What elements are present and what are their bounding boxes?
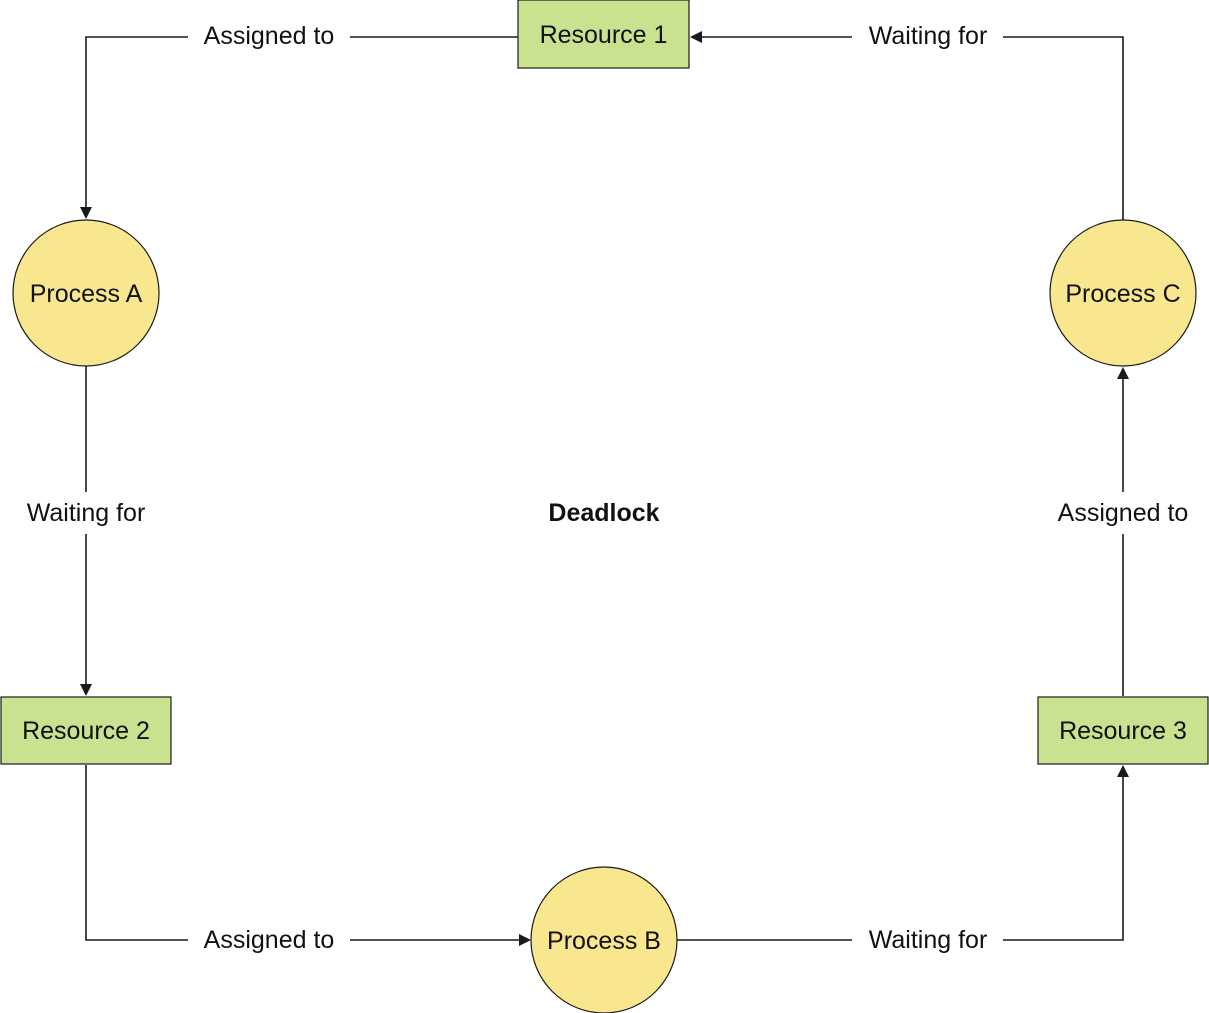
arrowhead-up [1117, 765, 1129, 777]
resource-label: Resource 1 [540, 21, 668, 49]
process-node-a: Process A [12, 219, 160, 367]
edge-line [85, 36, 188, 208]
resource-box [0, 696, 172, 765]
edge-r3-to-pc: Assigned to [1058, 367, 1189, 696]
edge-label: Assigned to [204, 926, 335, 954]
resource-node-1: Resource 1 [517, 0, 690, 69]
resource-box [1037, 696, 1209, 765]
edge-r2-to-pb: Assigned to [85, 765, 531, 954]
arrowhead-down [80, 207, 92, 219]
resource-label: Resource 3 [1059, 717, 1187, 745]
edge-line [1003, 36, 1124, 220]
process-label: Process B [547, 927, 661, 955]
edge-pa-to-r2: Waiting for [27, 366, 146, 696]
edge-pc-to-r1: Waiting for [690, 22, 1124, 220]
edge-label: Assigned to [1058, 499, 1189, 527]
edge-label: Waiting for [869, 22, 988, 50]
arrowhead-down [80, 684, 92, 696]
arrowhead-right [519, 934, 531, 946]
process-circle [1049, 219, 1197, 367]
process-node-c: Process C [1049, 219, 1197, 367]
process-label: Process A [30, 280, 143, 308]
resource-node-3: Resource 3 [1037, 696, 1209, 765]
process-circle [12, 219, 160, 367]
edge-label: Waiting for [27, 499, 146, 527]
resource-box [517, 0, 690, 69]
process-label: Process C [1065, 280, 1180, 308]
arrowhead-left [690, 31, 702, 43]
diagram-title: Deadlock [548, 499, 659, 527]
process-node-b: Process B [530, 866, 678, 1013]
process-circle [530, 866, 678, 1013]
edge-line [1003, 776, 1124, 941]
edge-label: Assigned to [204, 22, 335, 50]
edge-pb-to-r3: Waiting for [677, 765, 1129, 954]
resource-label: Resource 2 [22, 717, 150, 745]
edge-line [85, 765, 188, 941]
edge-label: Waiting for [869, 926, 988, 954]
resource-node-2: Resource 2 [0, 696, 172, 765]
edge-r1-to-pa: Assigned to [80, 22, 518, 219]
arrowhead-up [1117, 367, 1129, 379]
